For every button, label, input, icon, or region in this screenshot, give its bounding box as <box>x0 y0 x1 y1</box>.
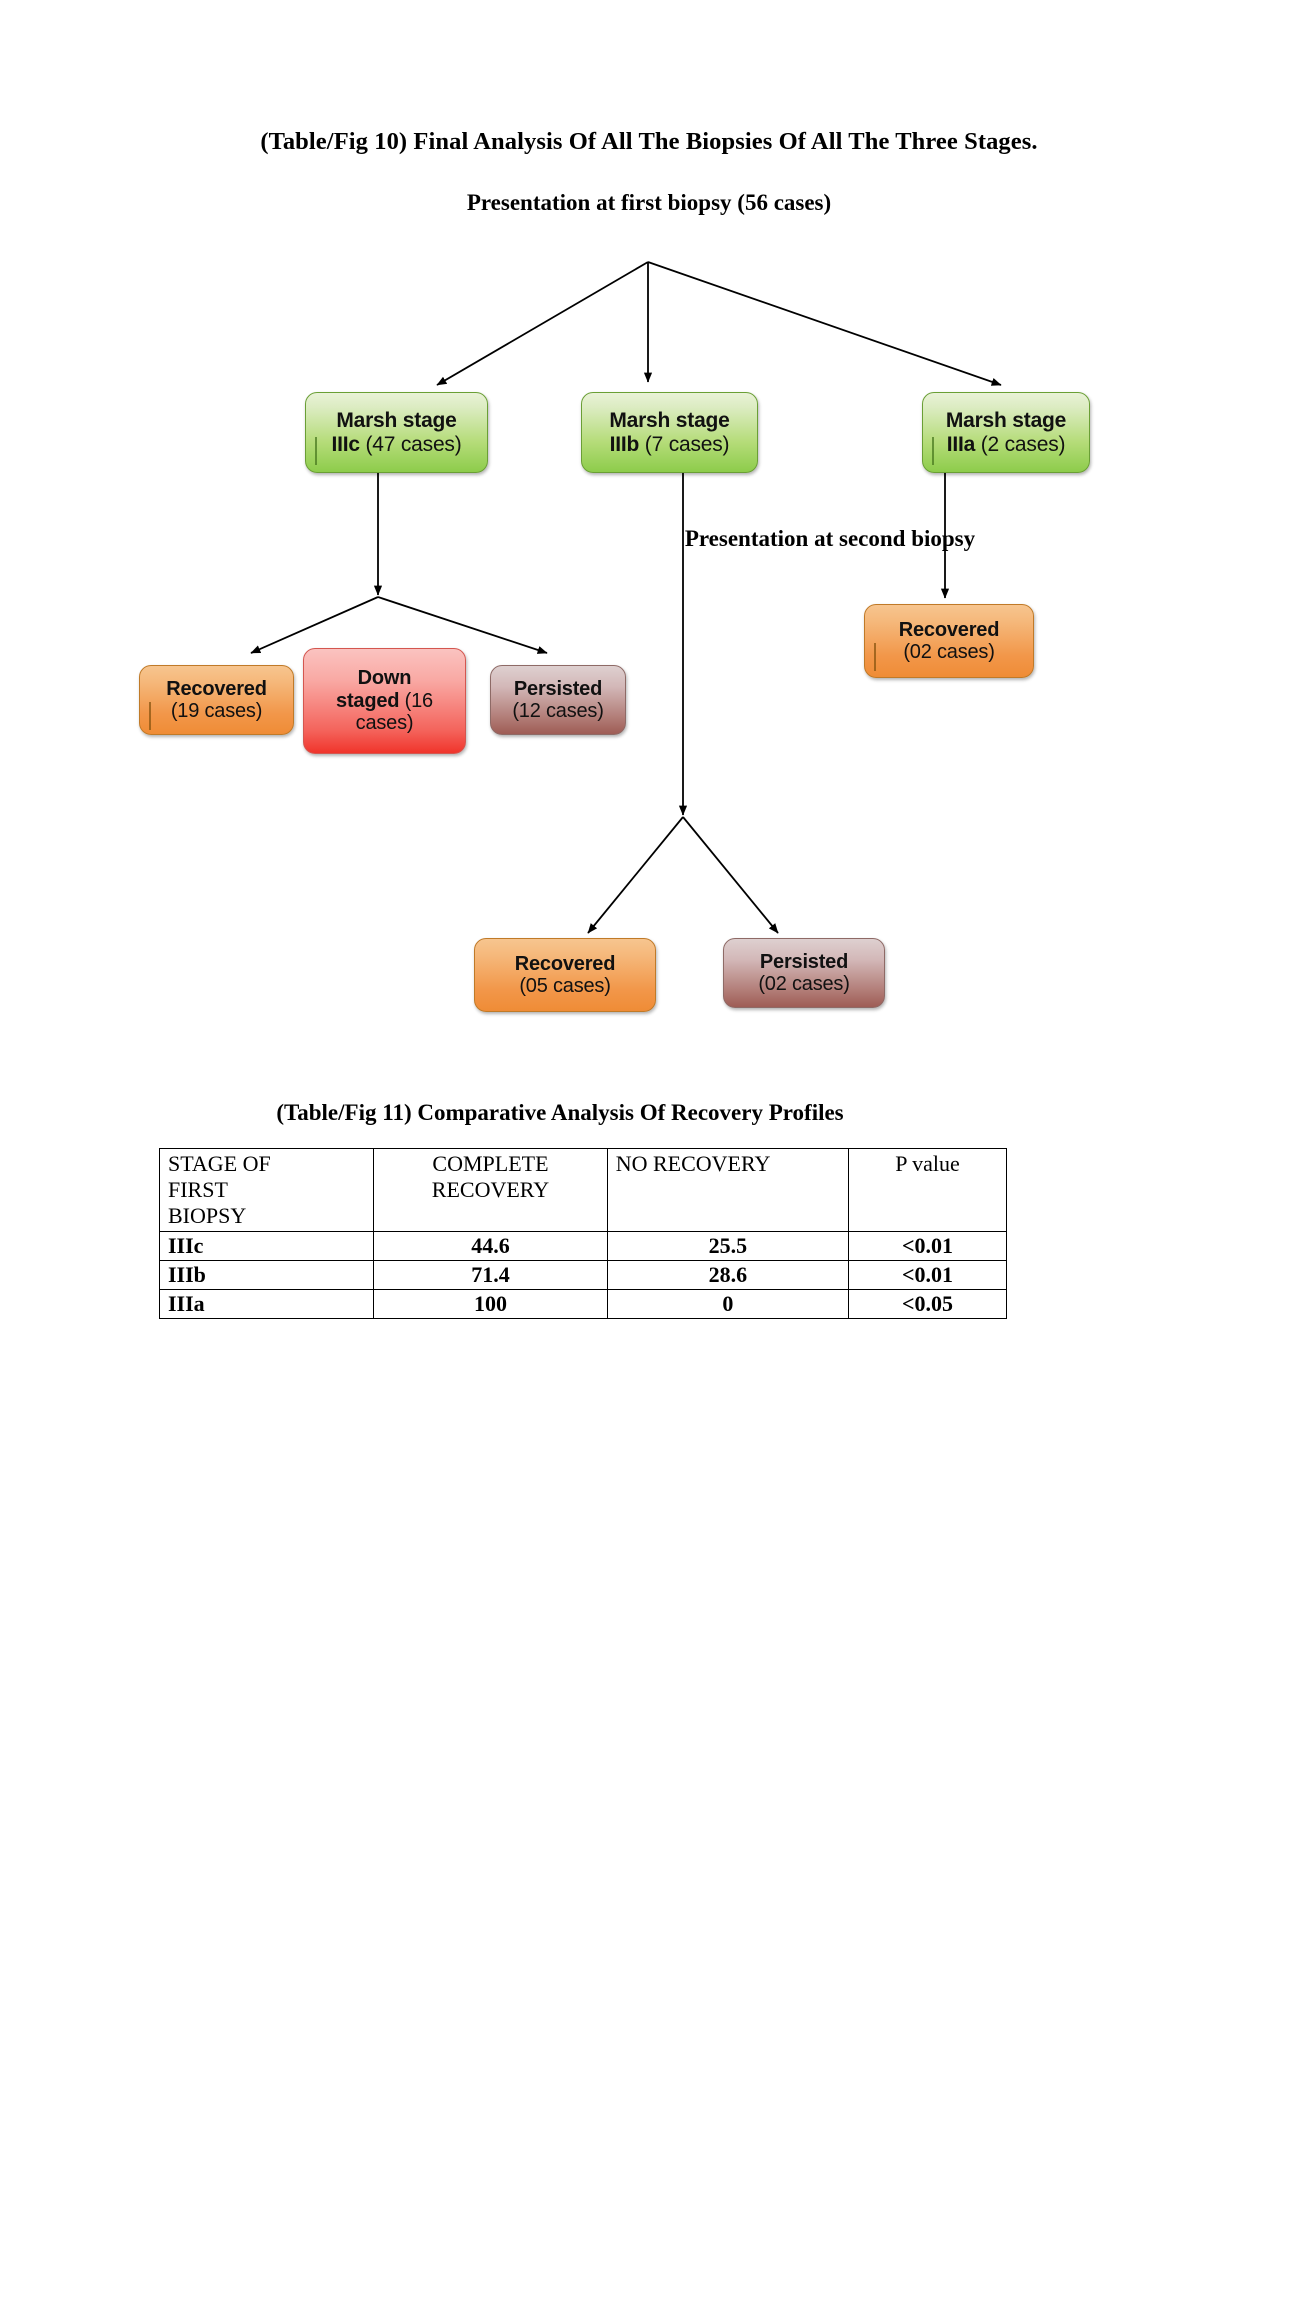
figure-10-subtitle: Presentation at first biopsy (56 cases) <box>466 190 832 215</box>
node-line-2: (19 cases) <box>170 700 263 722</box>
node-line-3: cases) <box>355 712 414 735</box>
header-line-3: BIOPSY <box>168 1202 247 1228</box>
node-line-1: Recovered <box>514 952 616 975</box>
node-recovered-05[interactable]: Recovered (05 cases) <box>474 938 656 1012</box>
node-line-2: (02 cases) <box>903 641 995 663</box>
node-line-1: Marsh stage <box>609 408 730 432</box>
cell-complete-recovery: 44.6 <box>373 1230 608 1261</box>
node-stage-code: IIIb <box>609 432 640 456</box>
header-line-1: P value <box>895 1151 960 1176</box>
table-header: STAGE OF FIRST BIOPSY COMPLETE RECOVERY … <box>158 1148 1008 1232</box>
node-recovered-02-right[interactable]: Recovered (02 cases) <box>864 604 1034 678</box>
text-caret <box>149 702 151 730</box>
node-marsh-stage-iiia[interactable]: Marsh stage IIIa (2 cases) <box>922 392 1090 473</box>
second-biopsy-label: Presentation at second biopsy <box>684 526 976 551</box>
node-line-1: Marsh stage <box>336 408 457 432</box>
text-caret <box>874 643 876 671</box>
table-row: IIIc 44.6 25.5 <0.01 <box>158 1230 1008 1261</box>
node-down-staged-16[interactable]: Down staged (16 cases) <box>303 648 466 754</box>
table-header-row: STAGE OF FIRST BIOPSY COMPLETE RECOVERY … <box>158 1148 1008 1232</box>
node-line-2: IIIc (47 cases) <box>331 433 461 457</box>
node-persisted-02[interactable]: Persisted (02 cases) <box>723 938 885 1008</box>
header-line-2: FIRST <box>168 1176 228 1202</box>
column-header-complete-recovery: COMPLETE RECOVERY <box>373 1148 608 1232</box>
header-line-2: RECOVERY <box>431 1176 550 1202</box>
column-header-stage: STAGE OF FIRST BIOPSY <box>158 1148 375 1232</box>
text-caret <box>315 437 317 465</box>
figure-11-title: (Table/Fig 11) Comparative Analysis Of R… <box>276 1100 844 1125</box>
node-line-1: Persisted <box>759 950 849 973</box>
cell-complete-recovery: 100 <box>373 1288 608 1319</box>
node-line-1: Persisted <box>513 677 603 700</box>
node-persisted-12[interactable]: Persisted (12 cases) <box>490 665 626 735</box>
cell-p-value: <0.01 <box>847 1259 1008 1290</box>
column-header-p-value: P value <box>847 1148 1008 1232</box>
node-stage-count: (7 cases) <box>639 432 730 456</box>
node-marsh-stage-iiic[interactable]: Marsh stage IIIc (47 cases) <box>305 392 488 473</box>
node-line-1: Recovered <box>898 618 1000 641</box>
node-line-2: (12 cases) <box>512 700 604 722</box>
cell-complete-recovery: 71.4 <box>373 1259 608 1290</box>
node-stage-code: IIIc <box>331 432 360 456</box>
node-recovered-19[interactable]: Recovered (19 cases) <box>139 665 294 735</box>
table-body: IIIc 44.6 25.5 <0.01 IIIb 71.4 28.6 <0.0… <box>158 1230 1008 1319</box>
node-line-1: Down <box>357 667 412 690</box>
text-caret <box>932 437 934 465</box>
node-line-2: (02 cases) <box>758 973 850 995</box>
column-header-no-recovery: NO RECOVERY <box>606 1148 849 1232</box>
cell-no-recovery: 0 <box>606 1288 849 1319</box>
cell-p-value: <0.01 <box>847 1230 1008 1261</box>
cell-stage: IIIc <box>158 1230 375 1261</box>
node-stage-count: (2 cases) <box>975 432 1066 456</box>
node-stage-code: IIIa <box>946 432 976 456</box>
node-marsh-stage-iiib[interactable]: Marsh stage IIIb (7 cases) <box>581 392 758 473</box>
node-stage-count: (47 cases) <box>359 432 462 456</box>
cell-stage: IIIa <box>158 1288 375 1319</box>
node-line-1: Recovered <box>166 677 267 700</box>
cell-stage: IIIb <box>158 1259 375 1290</box>
cell-p-value: <0.05 <box>847 1288 1008 1319</box>
header-line-1: STAGE OF <box>168 1151 271 1176</box>
cell-no-recovery: 28.6 <box>606 1259 849 1290</box>
node-status: staged <box>336 689 400 712</box>
figure-10-title: (Table/Fig 10) Final Analysis Of All The… <box>260 128 1038 155</box>
table-row: IIIa 100 0 <0.05 <box>158 1288 1008 1319</box>
cell-no-recovery: 25.5 <box>606 1230 849 1261</box>
node-line-2: (05 cases) <box>519 975 611 997</box>
node-line-1: Marsh stage <box>945 408 1067 432</box>
recovery-profiles-table: STAGE OF FIRST BIOPSY COMPLETE RECOVERY … <box>158 1148 1008 1319</box>
node-line-2: IIIa (2 cases) <box>947 433 1066 457</box>
header-line-1: NO RECOVERY <box>615 1151 771 1176</box>
node-count-partial: (16 <box>399 689 434 712</box>
node-line-2: IIIb (7 cases) <box>610 433 730 457</box>
header-line-1: COMPLETE <box>432 1151 549 1176</box>
table-row: IIIb 71.4 28.6 <0.01 <box>158 1259 1008 1290</box>
node-line-2: staged (16 <box>336 690 433 712</box>
